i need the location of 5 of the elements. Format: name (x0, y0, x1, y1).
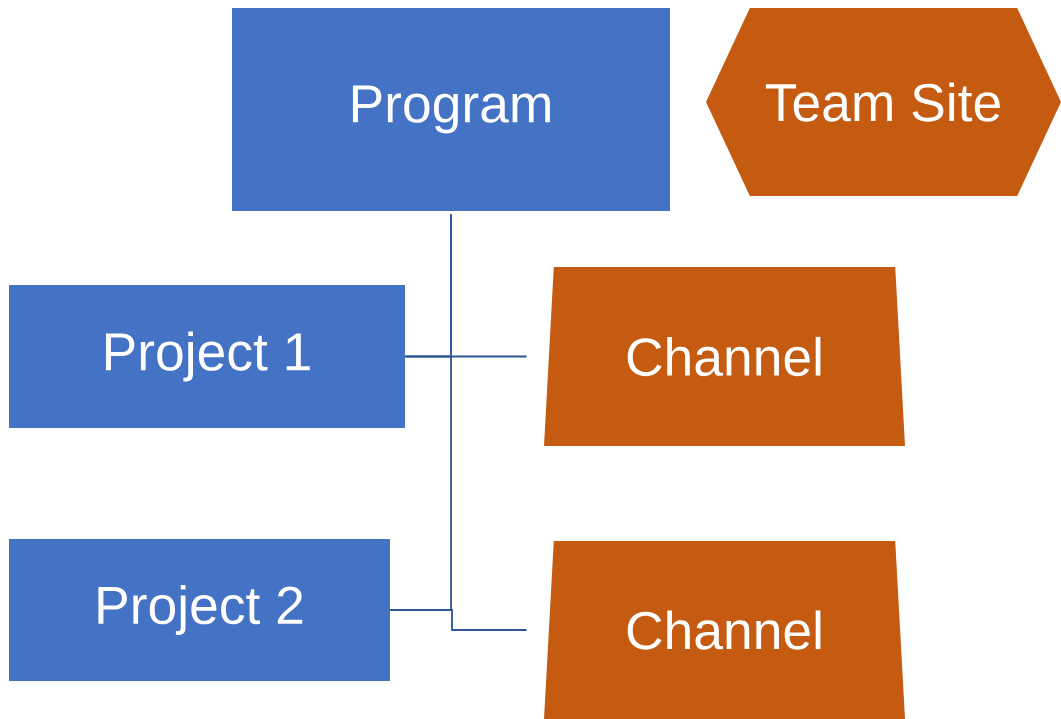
process-box: Project 1 (9, 285, 405, 428)
process-box: Project 2 (9, 539, 390, 681)
connector-line (404, 355, 528, 358)
process-box: Program (232, 8, 670, 211)
connector-line (389, 609, 528, 631)
